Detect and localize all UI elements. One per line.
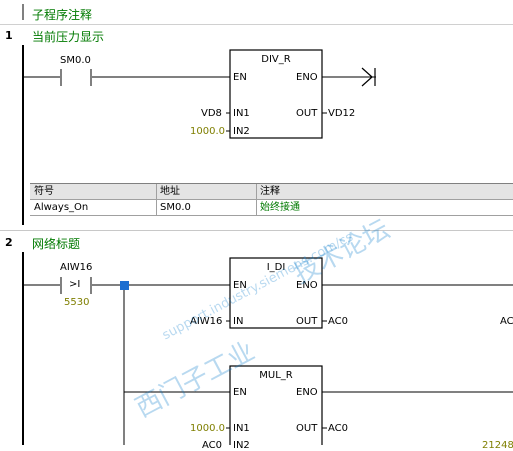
network-2-number: 2 bbox=[5, 236, 13, 249]
network-1-number: 1 bbox=[5, 29, 13, 42]
i-di-out-pin: OUT bbox=[296, 316, 318, 327]
symbol-table-header-row bbox=[30, 184, 513, 200]
left-marker bbox=[22, 4, 24, 20]
symbol-table-divider bbox=[156, 184, 157, 215]
title-comment-text: 子程序注释 bbox=[32, 8, 93, 22]
div-r-in1-pin: IN1 bbox=[233, 108, 250, 119]
mul-r-right-operand[interactable]: 21248 bbox=[482, 440, 513, 451]
div-r-in2-operand[interactable]: 1000.0 bbox=[190, 126, 225, 137]
symbol-table-header-symbol: 符号 bbox=[34, 186, 54, 197]
mul-r-in1-pin: IN1 bbox=[233, 423, 250, 434]
network-2-header[interactable]: 2 网络标题 bbox=[0, 230, 513, 253]
symbol-table-header-address: 地址 bbox=[160, 186, 180, 197]
network-1-contact-operand[interactable]: SM0.0 bbox=[60, 55, 91, 66]
i-di-box bbox=[229, 257, 323, 329]
network-2-contact-type: >I bbox=[69, 279, 81, 290]
div-r-box bbox=[229, 49, 323, 139]
network-1-end-coil-arrow bbox=[361, 67, 373, 78]
symbol-table-divider bbox=[256, 184, 257, 215]
i-di-eno-pin: ENO bbox=[296, 280, 318, 291]
network-2-junction bbox=[120, 281, 129, 290]
div-r-en-pin: EN bbox=[233, 72, 247, 83]
i-di-en-pin: EN bbox=[233, 280, 247, 291]
mul-r-in2-operand[interactable]: AC0 bbox=[202, 440, 223, 451]
symbol-table-bottom-border bbox=[30, 215, 513, 216]
mul-r-box bbox=[229, 365, 323, 445]
network-2-title: 网络标题 bbox=[32, 237, 81, 251]
symbol-table-cell-comment: 始终接通 bbox=[260, 202, 300, 213]
symbol-table-header-comment: 注释 bbox=[260, 186, 280, 197]
div-r-in2-pin: IN2 bbox=[233, 126, 250, 137]
div-r-eno-pin: ENO bbox=[296, 72, 318, 83]
div-r-in1-operand[interactable]: VD8 bbox=[201, 108, 222, 119]
i-di-title[interactable]: I_DI bbox=[266, 262, 286, 273]
mul-r-title[interactable]: MUL_R bbox=[259, 370, 293, 381]
title-comment-row[interactable]: 子程序注释 bbox=[0, 0, 513, 25]
mul-r-in2-pin: IN2 bbox=[233, 440, 250, 451]
network-1-title: 当前压力显示 bbox=[32, 30, 105, 44]
network-2-compare-value[interactable]: 5530 bbox=[64, 297, 90, 308]
mul-r-en-pin: EN bbox=[233, 387, 247, 398]
i-di-out-operand[interactable]: AC0 bbox=[328, 316, 349, 327]
mul-r-eno-pin: ENO bbox=[296, 387, 318, 398]
mul-r-out-operand[interactable]: AC0 bbox=[328, 423, 349, 434]
mul-r-out-pin: OUT bbox=[296, 423, 318, 434]
symbol-table-cell-address: SM0.0 bbox=[160, 202, 191, 213]
i-di-in-operand[interactable]: AIW16 bbox=[190, 316, 223, 327]
div-r-title[interactable]: DIV_R bbox=[261, 54, 291, 65]
div-r-out-operand[interactable]: VD12 bbox=[328, 108, 356, 119]
i-di-right-operand[interactable]: AC bbox=[500, 316, 513, 327]
i-di-in-pin: IN bbox=[233, 316, 244, 327]
symbol-table: 符号 地址 注释 Always_On SM0.0 始终接通 bbox=[30, 183, 513, 216]
symbol-table-cell-symbol: Always_On bbox=[34, 202, 89, 213]
network-1-header[interactable]: 1 当前压力显示 bbox=[0, 25, 513, 45]
mul-r-in1-operand[interactable]: 1000.0 bbox=[190, 423, 225, 434]
network-2-contact-operand[interactable]: AIW16 bbox=[60, 262, 93, 273]
div-r-out-pin: OUT bbox=[296, 108, 318, 119]
